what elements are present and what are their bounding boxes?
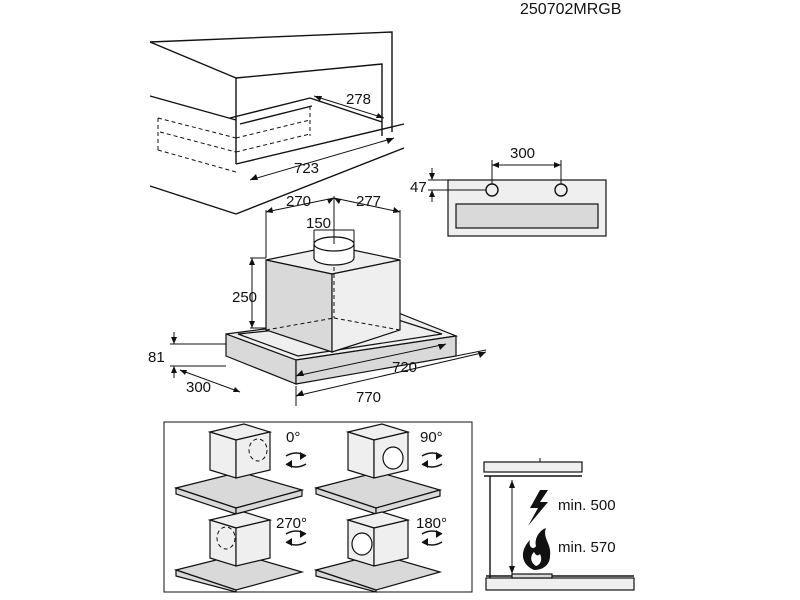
rotation-270: 270° — [173, 511, 307, 593]
dim-270: 270 — [286, 193, 311, 210]
clearance-diagram: min. 500 min. 570 — [483, 458, 635, 591]
rotation-180-label: 180° — [416, 515, 447, 532]
hood-drawing: 270 277 150 250 81 300 720 770 — [148, 193, 487, 406]
flame-icon — [522, 528, 551, 570]
rotation-0: 0° — [173, 423, 307, 515]
rotation-options-panel: 0° 90° 270° — [163, 421, 473, 593]
rotation-0-label: 0° — [286, 429, 300, 446]
dim-81: 81 — [148, 349, 165, 366]
dim-278: 278 — [346, 91, 371, 108]
clearance-electric: min. 500 — [558, 497, 616, 514]
model-code: 250702MRGB — [520, 1, 621, 18]
cabinet-width-dim: 723 — [249, 137, 395, 181]
rotation-180: 180° — [313, 511, 447, 593]
dim-277: 277 — [356, 193, 381, 210]
rotation-90: 90° — [313, 423, 443, 515]
cabinet-depth-dim: 278 — [313, 91, 385, 119]
lightning-icon — [528, 490, 548, 526]
dim-770: 770 — [356, 389, 381, 406]
mounting-view: 300 47 — [410, 145, 607, 237]
rotation-90-label: 90° — [420, 429, 443, 446]
clearance-gas: min. 570 — [558, 539, 616, 556]
dim-720: 720 — [392, 359, 417, 376]
rotation-270-label: 270° — [276, 515, 307, 532]
cabinet-drawing — [149, 31, 405, 215]
dim-47: 47 — [410, 179, 427, 196]
dim-150: 150 — [306, 215, 331, 232]
dim-250: 250 — [232, 289, 257, 306]
dim-723: 723 — [294, 160, 319, 177]
dim-300-holes: 300 — [510, 145, 535, 162]
dim-300-depth: 300 — [186, 379, 211, 396]
